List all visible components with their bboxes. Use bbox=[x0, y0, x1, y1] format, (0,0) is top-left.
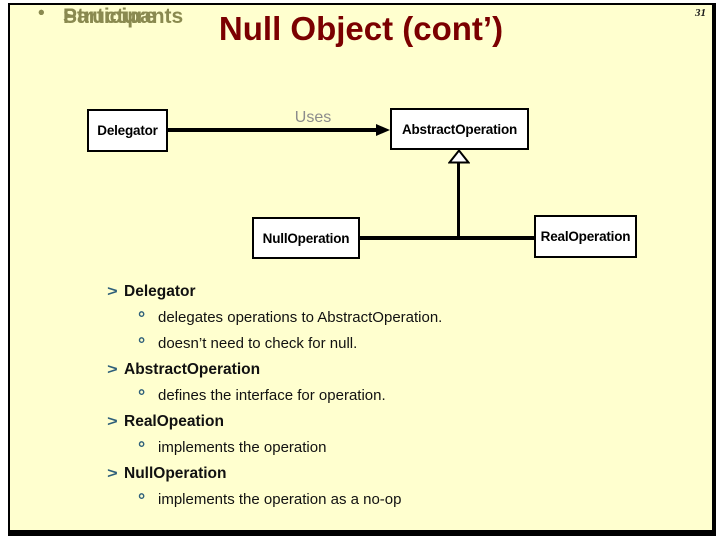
structure-heading-label: Structure bbox=[63, 5, 157, 28]
uml-box-real-operation: RealOperation bbox=[534, 215, 637, 258]
uses-association-line bbox=[168, 128, 378, 132]
participant-point-row: ° doesn’t need to check for null. bbox=[10, 331, 712, 357]
participant-point-row: ° defines the interface for operation. bbox=[10, 383, 712, 409]
inheritance-vertical-line bbox=[457, 163, 460, 240]
level2-marker-icon: ° bbox=[138, 438, 146, 458]
participant-name-row: > Delegator bbox=[10, 279, 712, 305]
level1-marker-icon: > bbox=[107, 413, 118, 430]
participant-name-row: > RealOpeation bbox=[10, 409, 712, 435]
level2-marker-icon: ° bbox=[138, 490, 146, 510]
arrow-head-icon bbox=[376, 124, 390, 136]
participant-name: RealOpeation bbox=[124, 413, 224, 430]
participant-point-row: ° implements the operation bbox=[10, 435, 712, 461]
uses-label: Uses bbox=[294, 109, 332, 126]
level1-marker-icon: > bbox=[107, 361, 118, 378]
level2-marker-icon: ° bbox=[138, 386, 146, 406]
participant-point-text: implements the operation bbox=[158, 439, 327, 456]
participant-point-text: defines the interface for operation. bbox=[158, 387, 386, 404]
uml-box-delegator: Delegator bbox=[87, 109, 168, 152]
inheritance-horizontal-line bbox=[360, 236, 534, 240]
participants-heading-label: Participants bbox=[63, 5, 184, 28]
participant-point-text: doesn’t need to check for null. bbox=[158, 335, 358, 352]
inheritance-triangle-icon bbox=[447, 148, 471, 169]
level2-marker-icon: ° bbox=[138, 308, 146, 328]
uml-box-null-operation: NullOperation bbox=[252, 217, 360, 259]
slide-title: Null Object (cont’) bbox=[218, 10, 504, 47]
uml-box-abstract-operation: AbstractOperation bbox=[390, 108, 529, 150]
participant-name-row: > NullOperation bbox=[10, 461, 712, 487]
bullet-icon: • bbox=[38, 3, 45, 24]
participant-name: AbstractOperation bbox=[124, 361, 261, 378]
level2-marker-icon: ° bbox=[138, 334, 146, 354]
participant-point-text: implements the operation as a no-op bbox=[158, 491, 402, 508]
participant-point-row: ° delegates operations to AbstractOperati… bbox=[10, 305, 712, 331]
level1-marker-icon: > bbox=[107, 465, 118, 482]
level1-marker-icon: > bbox=[107, 283, 118, 300]
bullet-icon: • bbox=[38, 3, 45, 24]
participant-name: NullOperation bbox=[124, 465, 227, 482]
participant-name: Delegator bbox=[124, 283, 196, 300]
participants-list: > Delegator ° delegates operations to Abstr… bbox=[10, 279, 712, 513]
slide: 31 Null Object (cont’) • Structure Deleg… bbox=[8, 3, 716, 536]
page-number: 31 bbox=[695, 7, 706, 19]
participant-name-row: > AbstractOperation bbox=[10, 357, 712, 383]
participant-point-row: ° implements the operation as a no-op bbox=[10, 487, 712, 513]
participant-point-text: delegates operations to AbstractOperatio… bbox=[158, 309, 443, 326]
